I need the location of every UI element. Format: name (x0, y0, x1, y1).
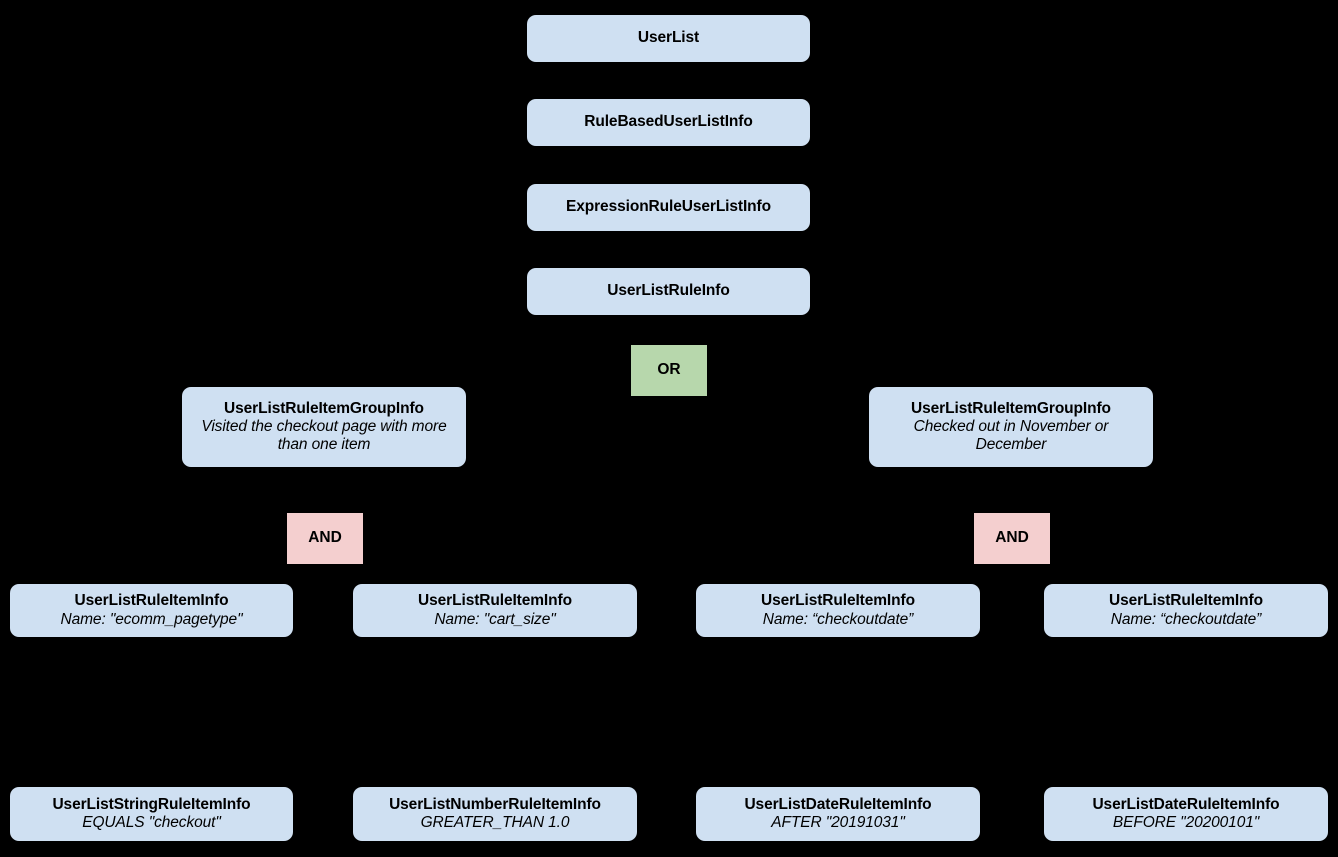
node-typed-item-2-title: UserListNumberRuleItemInfo (389, 795, 601, 813)
node-group-left-subtitle: Visited the checkout page with more than… (201, 418, 447, 454)
node-typed-item-3-subtitle: AFTER "20191031" (771, 814, 905, 831)
node-rule-item-1-subtitle: Name: "ecomm_pagetype" (60, 610, 243, 628)
node-typed-item-1[interactable]: UserListStringRuleItemInfo EQUALS "check… (10, 787, 293, 841)
node-expression-rule-user-list-info-title: ExpressionRuleUserListInfo (566, 198, 771, 216)
operator-and-right[interactable]: AND (974, 513, 1050, 564)
node-rule-item-2[interactable]: UserListRuleItemInfo Name: "cart_size" (353, 584, 637, 637)
node-rule-item-3-subtitle: Name: “checkoutdate” (762, 610, 914, 628)
operator-and-left[interactable]: AND (287, 513, 363, 564)
node-group-right[interactable]: UserListRuleItemGroupInfo Checked out in… (869, 387, 1153, 467)
node-user-list[interactable]: UserList (527, 15, 810, 62)
node-typed-item-2-subtitle: GREATER_THAN 1.0 (420, 814, 570, 831)
operator-and-left-label: AND (308, 529, 342, 547)
node-group-left-title: UserListRuleItemGroupInfo (224, 399, 424, 417)
node-rule-item-3-title: UserListRuleItemInfo (761, 592, 915, 610)
node-rule-item-4-title: UserListRuleItemInfo (1109, 592, 1263, 610)
node-group-left[interactable]: UserListRuleItemGroupInfo Visited the ch… (182, 387, 466, 467)
node-rule-item-4[interactable]: UserListRuleItemInfo Name: “checkoutdate… (1044, 584, 1328, 637)
node-user-list-rule-info[interactable]: UserListRuleInfo (527, 268, 810, 315)
node-group-right-subtitle: Checked out in November or December (913, 418, 1109, 454)
node-typed-item-3[interactable]: UserListDateRuleItemInfo AFTER "20191031… (696, 787, 980, 841)
node-typed-item-4-title: UserListDateRuleItemInfo (1092, 795, 1280, 813)
node-group-right-title: UserListRuleItemGroupInfo (911, 399, 1111, 417)
node-rule-item-2-subtitle: Name: "cart_size" (434, 610, 556, 628)
node-typed-item-3-title: UserListDateRuleItemInfo (744, 795, 932, 813)
node-rule-item-4-subtitle: Name: “checkoutdate” (1110, 610, 1262, 628)
operator-or[interactable]: OR (631, 345, 707, 396)
node-rule-based-user-list-info-title: RuleBasedUserListInfo (584, 113, 753, 131)
node-typed-item-1-title: UserListStringRuleItemInfo (52, 795, 251, 813)
node-rule-item-3[interactable]: UserListRuleItemInfo Name: “checkoutdate… (696, 584, 980, 637)
operator-or-label: OR (657, 361, 681, 379)
node-typed-item-4-subtitle: BEFORE "20200101" (1112, 814, 1260, 831)
node-user-list-title: UserList (637, 29, 700, 47)
node-typed-item-4[interactable]: UserListDateRuleItemInfo BEFORE "2020010… (1044, 787, 1328, 841)
operator-and-right-label: AND (995, 529, 1029, 547)
node-typed-item-1-subtitle: EQUALS "checkout" (82, 814, 221, 831)
node-rule-item-2-title: UserListRuleItemInfo (418, 592, 572, 610)
node-expression-rule-user-list-info[interactable]: ExpressionRuleUserListInfo (527, 184, 810, 231)
node-rule-item-1-title: UserListRuleItemInfo (74, 592, 229, 610)
node-rule-item-1[interactable]: UserListRuleItemInfo Name: "ecomm_pagety… (10, 584, 293, 637)
node-typed-item-2[interactable]: UserListNumberRuleItemInfo GREATER_THAN … (353, 787, 637, 841)
node-user-list-rule-info-title: UserListRuleInfo (607, 282, 730, 300)
node-rule-based-user-list-info[interactable]: RuleBasedUserListInfo (527, 99, 810, 146)
